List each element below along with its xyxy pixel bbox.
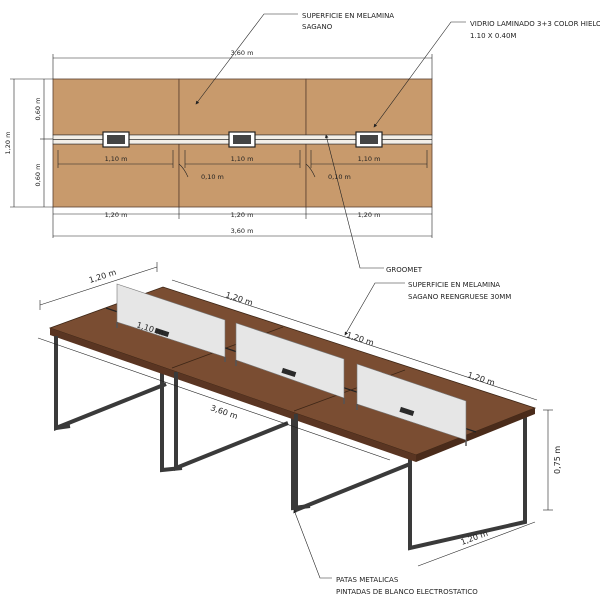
plan-panel-top-3 [305, 78, 433, 136]
plan-panel-bottom-2 [178, 143, 307, 208]
plan-dim-module-2: 1,20 m [231, 211, 254, 219]
svg-text:GROOMET: GROOMET [386, 266, 423, 274]
plan-dim-depth-total: 1,20 m [4, 132, 12, 155]
iso-screens [116, 283, 467, 446]
callout-surface-iso: SUPERFICIE EN MELAMINA SAGANO REENGRUESE… [344, 281, 511, 336]
plan-dim-module-1: 1,20 m [105, 211, 128, 219]
callout-groomet: GROOMET [324, 134, 423, 274]
svg-text:PATAS METALICAS: PATAS METALICAS [336, 576, 399, 584]
plan-dim-total-top: 3,60 m [231, 49, 254, 57]
plan-dim-offset-1: 0,10 m [201, 173, 224, 181]
callout-glass: VIDRIO LAMINADO 3+3 COLOR HIELO 1.10 X 0… [373, 20, 600, 128]
plan-panel-top-2 [178, 78, 307, 136]
plan-dim-module-3: 1,20 m [358, 211, 381, 219]
plan-view: 3,60 m 0,60 m 0,60 m 1,20 m 1,10 m 1,10 … [4, 49, 433, 238]
plan-dim-offset-2: 0,10 m [328, 173, 351, 181]
iso-view [48, 283, 537, 551]
iso-dim-depth-left: 1,20 m [88, 268, 118, 285]
plan-groomets [102, 131, 383, 148]
plan-dim-depth-lower: 0,60 m [34, 164, 42, 187]
iso-dim-module-1: 1,20 m [224, 290, 254, 307]
plan-dim-screen-3: 1,10 m [358, 155, 381, 163]
plan-dim-screen-1: 1,10 m [105, 155, 128, 163]
svg-text:SUPERFICIE EN MELAMINA: SUPERFICIE EN MELAMINA [408, 281, 500, 289]
callout-surface-top: SUPERFICIE EN MELAMINA SAGANO [195, 12, 394, 105]
iso-dim-module-2: 1,20 m [345, 330, 375, 347]
plan-dim-depth-upper: 0,60 m [34, 98, 42, 121]
plan-dim-screen-2: 1,10 m [231, 155, 254, 163]
svg-text:SAGANO: SAGANO [302, 23, 333, 31]
plan-dim-total-bottom: 3,60 m [231, 227, 254, 235]
plan-panel-top-1 [52, 78, 180, 136]
plan-panel-bottom-1 [52, 143, 180, 208]
svg-text:VIDRIO LAMINADO 3+3 COLOR HIEL: VIDRIO LAMINADO 3+3 COLOR HIELO [470, 20, 600, 28]
svg-text:PINTADAS DE BLANCO ELECTROSTAT: PINTADAS DE BLANCO ELECTROSTATICO [336, 588, 478, 596]
callout-legs: PATAS METALICAS PINTADAS DE BLANCO ELECT… [293, 509, 478, 596]
svg-text:1.10 X 0.40M: 1.10 X 0.40M [470, 32, 516, 40]
iso-desktop-edge [50, 328, 416, 462]
iso-dim-height: 0,75 m [553, 446, 562, 474]
svg-text:SUPERFICIE EN MELAMINA: SUPERFICIE EN MELAMINA [302, 12, 394, 20]
svg-text:SAGANO REENGRUESE 30MM: SAGANO REENGRUESE 30MM [408, 293, 511, 301]
iso-dim-module-3: 1,20 m [466, 370, 496, 387]
plan-panel-bottom-3 [305, 143, 433, 208]
